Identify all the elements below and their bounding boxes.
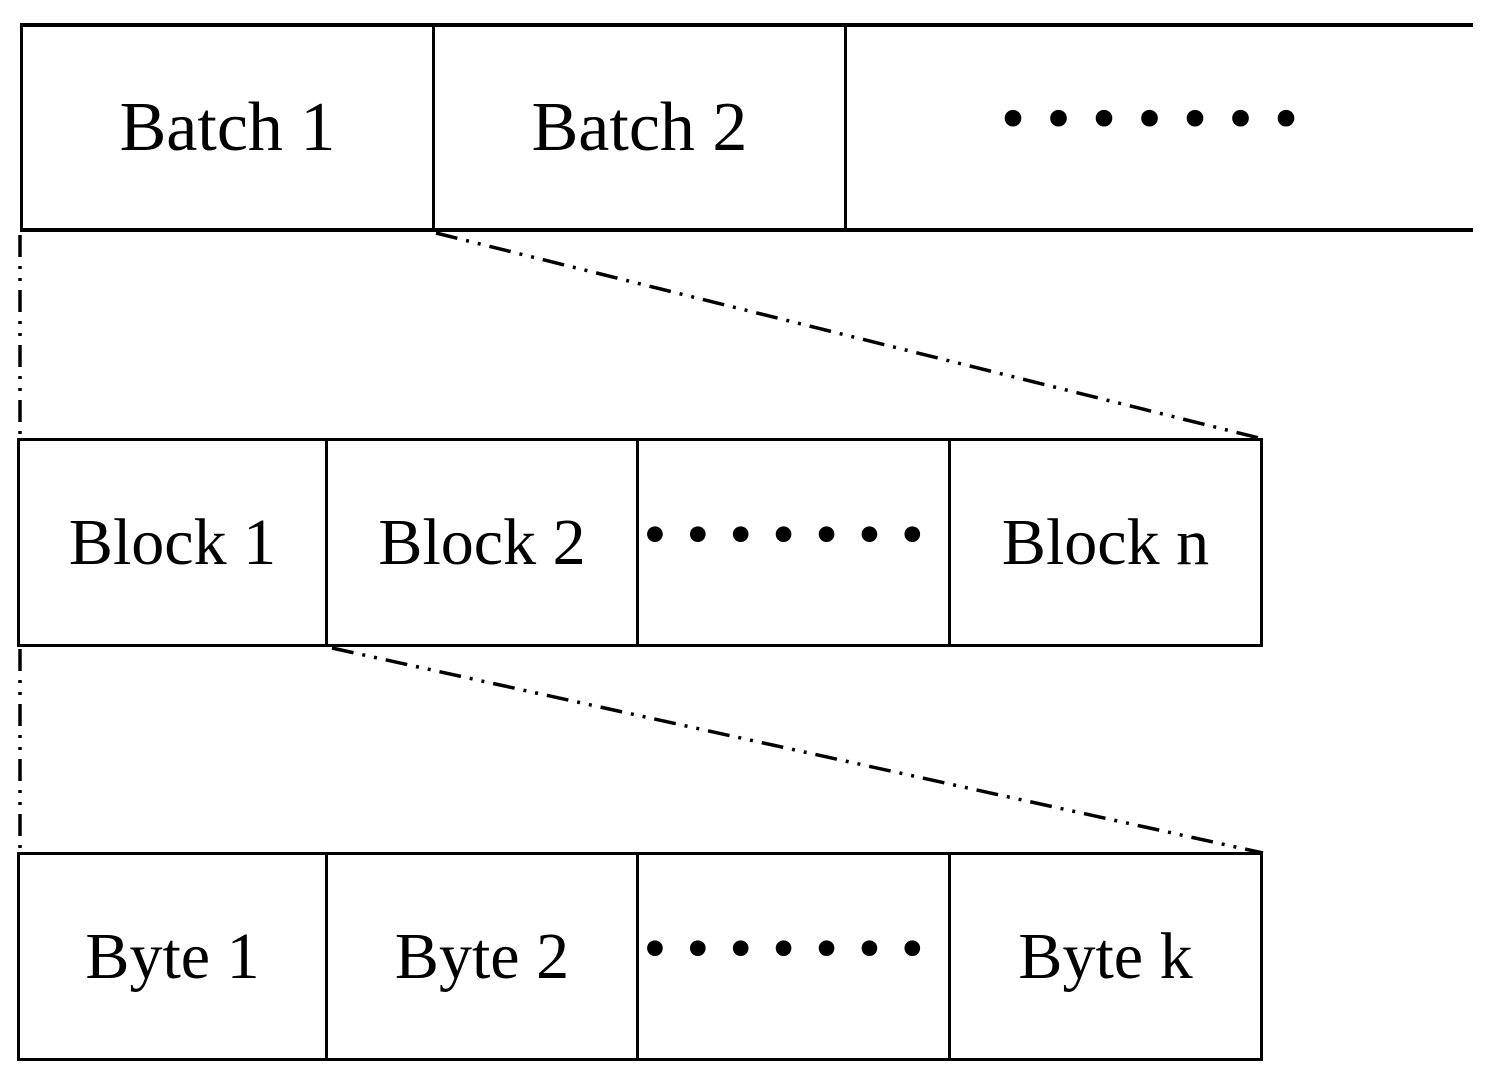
batch-cell-2[interactable]: Batch 2 [435, 27, 847, 228]
block-cell-ellipsis[interactable]: ••••••• [639, 441, 951, 644]
block-cell-1[interactable]: Block 1 [20, 441, 328, 644]
batch-cell-1-label: Batch 1 [119, 88, 336, 166]
byte-cell-k-label: Byte k [1018, 919, 1193, 993]
block-ellipsis-label: ••••••• [643, 497, 944, 571]
block-cell-1-label: Block 1 [68, 505, 277, 579]
block-cell-2-label: Block 2 [378, 505, 586, 579]
byte-cell-2[interactable]: Byte 2 [328, 855, 639, 1058]
byte-cell-2-label: Byte 2 [394, 919, 570, 993]
block-cell-n-label: Block n [1001, 505, 1210, 579]
byte-ellipsis-label: ••••••• [643, 911, 944, 985]
batch-cell-2-label: Batch 2 [531, 88, 748, 166]
byte-cell-ellipsis[interactable]: ••••••• [639, 855, 951, 1058]
batch-to-block-diagonal-leader [435, 231, 1264, 441]
block-level-row: Block 1 Block 2 ••••••• Block n [17, 438, 1263, 647]
block-to-byte-diagonal-leader [331, 646, 1264, 855]
block-cell-2[interactable]: Block 2 [328, 441, 639, 644]
byte-cell-k[interactable]: Byte k [951, 855, 1260, 1058]
batch-cell-ellipsis[interactable]: ••••••• [847, 27, 1473, 228]
block-cell-n[interactable]: Block n [951, 441, 1260, 644]
byte-level-row: Byte 1 Byte 2 ••••••• Byte k [17, 852, 1263, 1061]
byte-cell-1[interactable]: Byte 1 [20, 855, 328, 1058]
batch-cell-1[interactable]: Batch 1 [23, 27, 435, 228]
batch-ellipsis-label: ••••••• [1000, 80, 1320, 158]
byte-cell-1-label: Byte 1 [85, 919, 260, 993]
batch-level-row: Batch 1 Batch 2 ••••••• [20, 23, 1473, 232]
